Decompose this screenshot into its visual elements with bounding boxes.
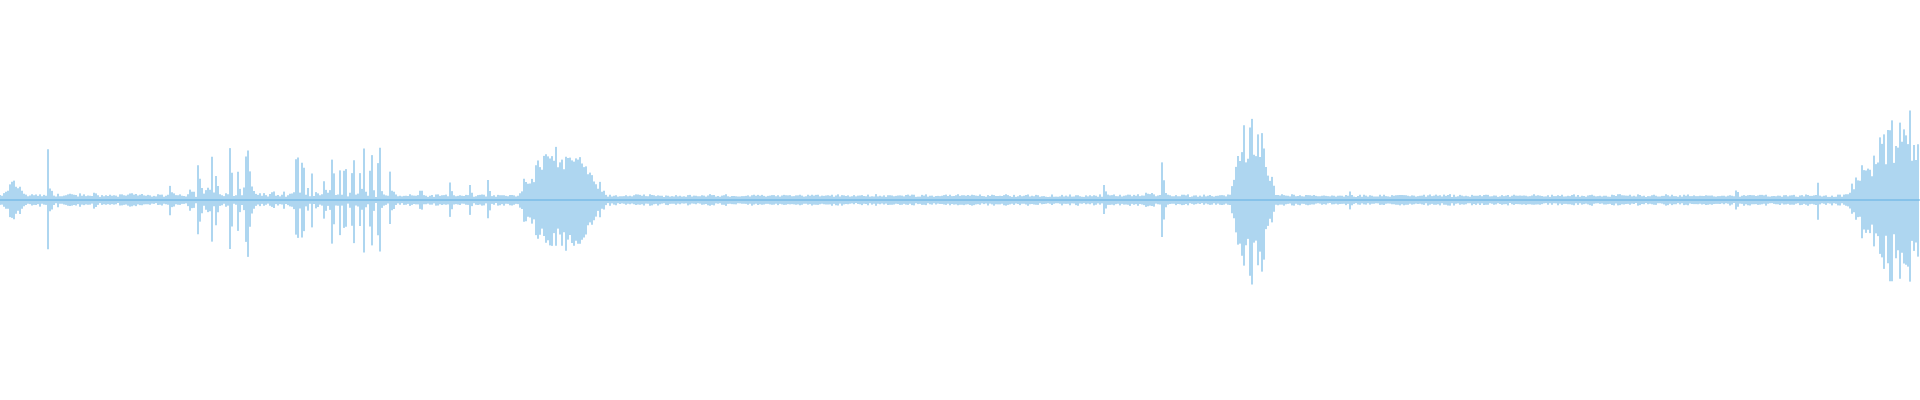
waveform-trace <box>0 110 1919 285</box>
